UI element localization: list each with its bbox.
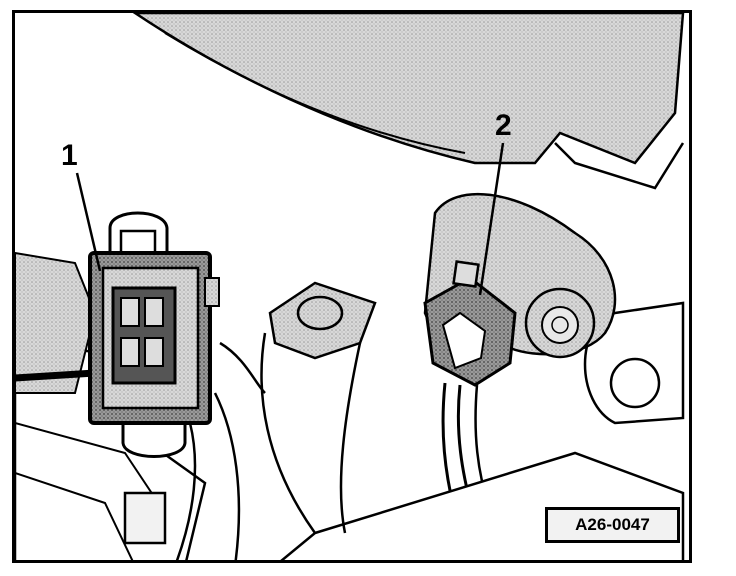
sensor-bolt-inner — [541, 306, 579, 344]
leader-line-1 — [75, 172, 102, 272]
round-bolt-head — [609, 357, 661, 409]
callout-2: 2 — [495, 109, 512, 142]
callout-1: 1 — [61, 139, 78, 172]
left-shaded-area — [15, 251, 97, 394]
connector-top-latch — [108, 211, 169, 255]
connector-bottom-latch — [121, 416, 187, 458]
reference-code-label: A26-0047 — [545, 507, 680, 543]
connector-wire-1 — [175, 422, 197, 560]
body-panel-edge — [164, 32, 466, 154]
connector-wire-2 — [213, 392, 241, 560]
technical-illustration — [15, 13, 685, 560]
leader-line-2 — [478, 142, 505, 296]
figure-frame: 1 2 A26-0047 — [12, 10, 692, 563]
